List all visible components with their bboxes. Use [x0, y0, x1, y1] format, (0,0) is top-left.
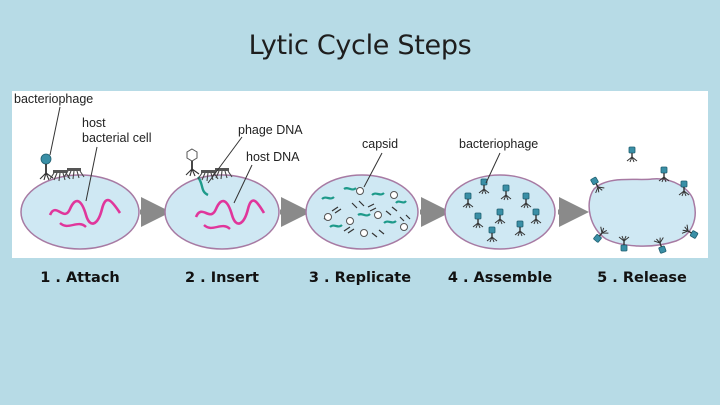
- step-attach: 1 . Attach: [40, 270, 120, 286]
- host-dna-strand: [48, 198, 122, 225]
- cell-assemble: [444, 174, 556, 250]
- cell-replicate: [305, 174, 419, 250]
- label-host-line2: bacterial cell: [82, 131, 151, 145]
- step-release: 5 . Release: [597, 270, 687, 286]
- slide-title: Lytic Cycle Steps: [248, 30, 472, 61]
- label-capsid: capsid: [362, 137, 398, 151]
- diagram-svg: bacteriophage host bacterial cell phage …: [14, 92, 700, 255]
- cell-insert: [164, 148, 280, 250]
- cell-attach: [20, 153, 140, 250]
- label-host-line1: host: [82, 116, 106, 130]
- label-bacteriophage-2: bacteriophage: [459, 137, 538, 151]
- step-replicate: 3 . Replicate: [308, 270, 412, 286]
- attached-phage: [39, 153, 54, 181]
- label-phage-dna: phage DNA: [238, 123, 303, 137]
- cell-release: [587, 146, 700, 255]
- step-assemble: 4 . Assemble: [447, 270, 553, 286]
- step-labels: 1 . Attach 2 . Insert 3 . Replicate 4 . …: [0, 270, 720, 294]
- label-bacteriophage-1: bacteriophage: [14, 92, 93, 106]
- phage-dna-strand: [197, 176, 209, 197]
- step-insert: 2 . Insert: [185, 270, 259, 286]
- lytic-cycle-diagram: bacteriophage host bacterial cell phage …: [12, 91, 708, 258]
- label-host-dna: host DNA: [246, 150, 300, 164]
